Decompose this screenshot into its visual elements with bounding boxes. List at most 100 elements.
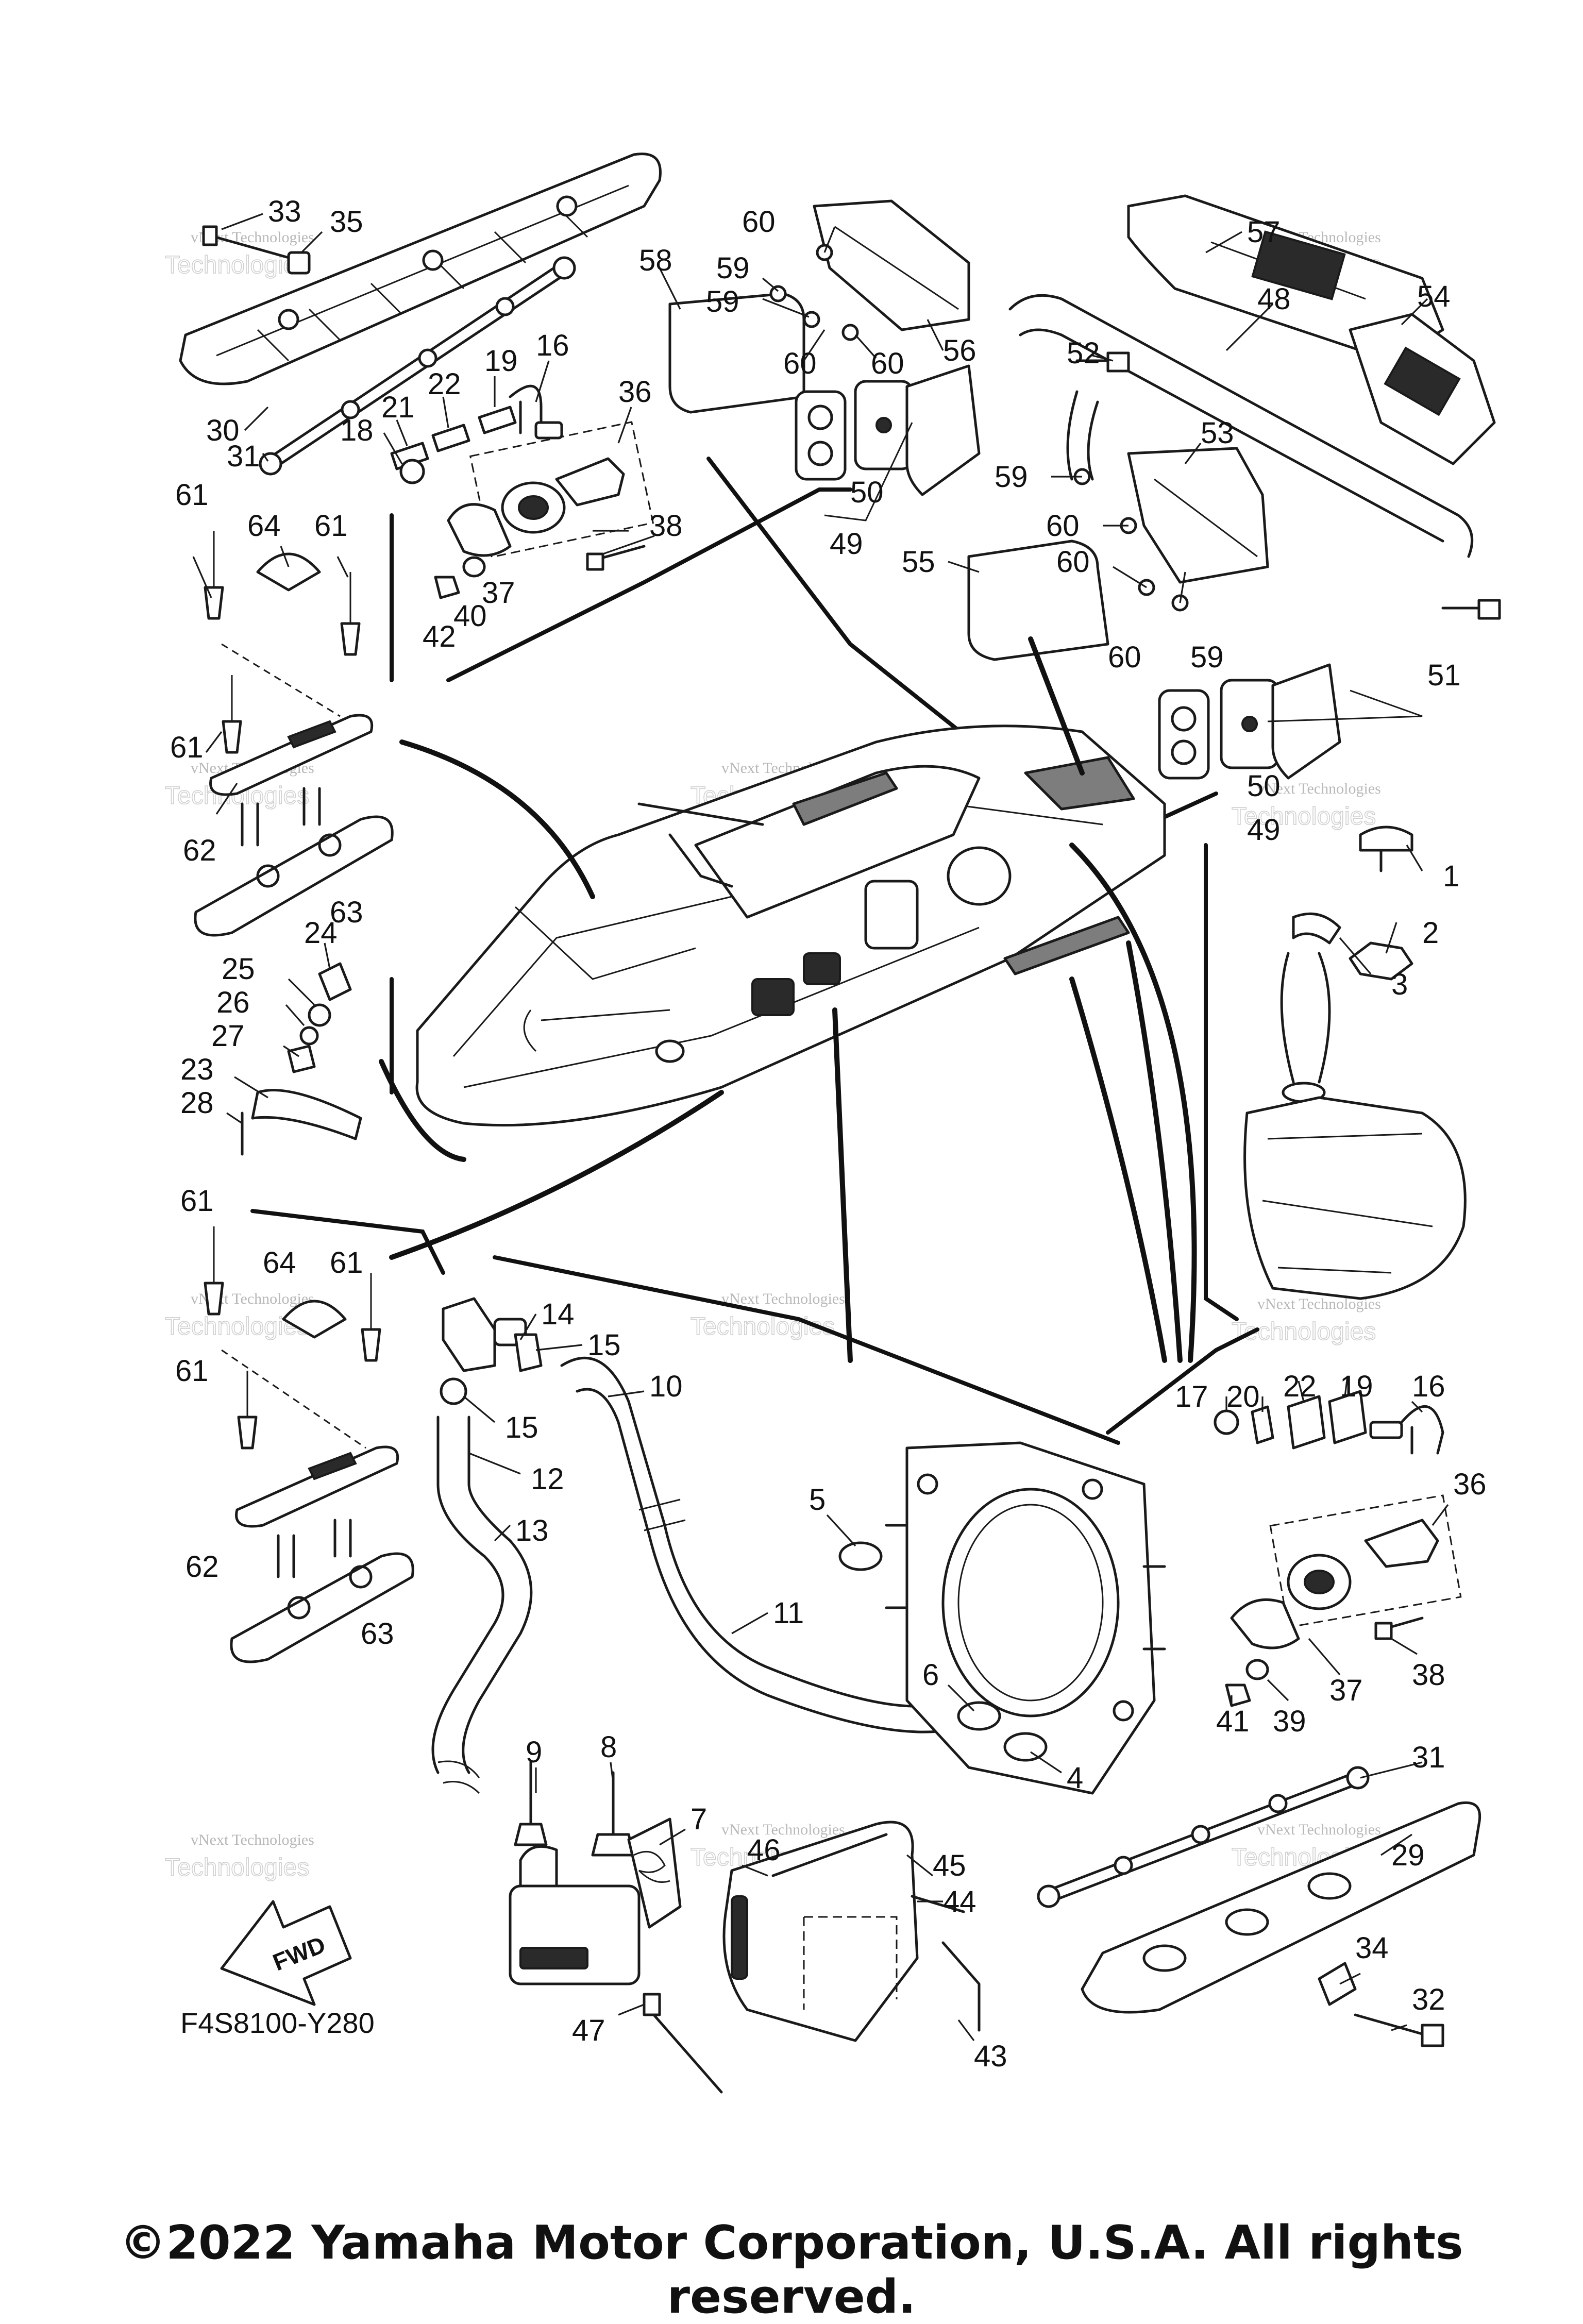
watermark-text: vNext Technologies	[721, 1290, 845, 1307]
callout-62: 62	[186, 1550, 219, 1584]
callout-63: 63	[330, 896, 363, 929]
callout-61: 61	[175, 478, 209, 512]
callout-49: 49	[830, 527, 863, 561]
callout-27: 27	[211, 1019, 245, 1053]
watermark-text: vNext Technologies	[1257, 780, 1381, 797]
group-bracket	[446, 487, 852, 682]
callout-46: 46	[747, 1833, 781, 1867]
upper-cleat-assembly	[194, 531, 394, 937]
callout-25: 25	[222, 952, 255, 986]
callout-60: 60	[742, 205, 776, 239]
watercraft-hull	[415, 725, 1166, 1127]
callout-8: 8	[600, 1730, 617, 1764]
forward-direction-icon: FWD	[220, 1900, 352, 2006]
callout-64: 64	[263, 1246, 296, 1279]
electrical-box-and-cover	[509, 1761, 981, 2094]
assembly-arrow	[1028, 636, 1085, 776]
pump-housing-plate	[838, 1441, 1166, 1795]
callout-42: 42	[423, 620, 456, 653]
copyright-notice: ©2022 Yamaha Motor Corporation, U.S.A. A…	[120, 2216, 1463, 2324]
rear-handle-assembly	[668, 194, 1501, 780]
callout-41: 41	[1216, 1705, 1250, 1738]
callout-23: 23	[180, 1053, 214, 1086]
callout-35: 35	[330, 205, 363, 239]
callout-16: 16	[1412, 1370, 1445, 1403]
watermark-text: vNext Technologies	[191, 1831, 314, 1848]
callout-13: 13	[515, 1514, 549, 1547]
callout-44: 44	[943, 1885, 976, 1918]
callout-6: 6	[922, 1658, 939, 1692]
assembly-arrow	[1069, 843, 1197, 1363]
callout-62: 62	[183, 834, 216, 867]
callout-63: 63	[361, 1617, 394, 1651]
callout-10: 10	[649, 1370, 683, 1403]
callout-9: 9	[526, 1736, 542, 1769]
callout-40: 40	[453, 599, 487, 633]
callout-64: 64	[247, 509, 281, 543]
callout-60: 60	[783, 347, 817, 380]
group-bracket	[493, 1255, 1120, 1445]
group-bracket	[250, 1209, 445, 1275]
callout-51: 51	[1427, 659, 1461, 692]
lower-cleat-assembly	[204, 1226, 414, 1663]
callout-38: 38	[1412, 1658, 1445, 1692]
callout-57: 57	[1247, 215, 1281, 249]
callout-60: 60	[1046, 509, 1080, 543]
callout-56: 56	[943, 334, 976, 367]
callout-15: 15	[587, 1328, 621, 1362]
callout-31: 31	[227, 440, 260, 473]
callout-22: 22	[1283, 1370, 1317, 1403]
callout-37: 37	[1329, 1674, 1363, 1707]
callout-59: 59	[706, 285, 739, 318]
callout-48: 48	[1257, 282, 1291, 316]
rear-grip-rail-assembly	[1037, 1766, 1481, 2047]
group-bracket	[1106, 1327, 1259, 1435]
callout-18: 18	[340, 414, 374, 447]
callout-14: 14	[541, 1298, 575, 1331]
callout-61: 61	[170, 731, 204, 764]
callout-33: 33	[268, 195, 301, 228]
callout-32: 32	[1412, 1983, 1445, 2016]
callout-47: 47	[572, 2014, 605, 2047]
callout-52: 52	[1067, 336, 1100, 370]
assembly-arrow	[832, 1007, 853, 1363]
leader-lines	[192, 213, 1458, 2041]
watermark-text: vNext Technologies	[1257, 1821, 1381, 1838]
callout-60: 60	[871, 347, 904, 380]
callout-29: 29	[1391, 1839, 1425, 1872]
callout-7: 7	[691, 1803, 707, 1836]
watermark-text: Technologies	[1232, 803, 1376, 830]
callout-54: 54	[1417, 280, 1451, 313]
callout-16: 16	[536, 329, 569, 362]
callout-34: 34	[1355, 1931, 1389, 1965]
callout-39: 39	[1273, 1705, 1306, 1738]
callout-45: 45	[933, 1849, 966, 1882]
front-tow-eye-assembly	[390, 384, 654, 599]
callout-28: 28	[180, 1086, 214, 1120]
callout-49: 49	[1247, 813, 1281, 847]
assembly-arrow	[399, 739, 595, 899]
callout-55: 55	[902, 545, 935, 579]
callout-21: 21	[381, 391, 415, 424]
callout-61: 61	[330, 1246, 363, 1279]
callout-59: 59	[995, 460, 1028, 494]
group-bracket	[1204, 843, 1239, 1321]
callout-3: 3	[1391, 968, 1408, 1001]
callout-2: 2	[1422, 916, 1439, 950]
rear-tow-eye-assembly	[1214, 1390, 1462, 1707]
callout-37: 37	[482, 576, 515, 610]
callout-60: 60	[1108, 641, 1141, 674]
callout-26: 26	[216, 986, 250, 1019]
callout-61: 61	[314, 509, 348, 543]
callout-31: 31	[1412, 1741, 1445, 1774]
callout-labels: 33 35 30 31 16 19 22 21 18 36 37 38 40 4…	[170, 195, 1487, 2073]
mounting-bracket-assembly	[241, 962, 362, 1156]
watermark-text: Technologies	[165, 1854, 309, 1881]
callout-60: 60	[1056, 545, 1090, 579]
callout-36: 36	[1453, 1468, 1487, 1501]
callout-50: 50	[850, 476, 884, 509]
callout-19: 19	[1340, 1370, 1373, 1403]
cooling-hose-assembly	[431, 1297, 939, 1794]
callout-17: 17	[1175, 1380, 1208, 1413]
callout-1: 1	[1443, 860, 1459, 893]
